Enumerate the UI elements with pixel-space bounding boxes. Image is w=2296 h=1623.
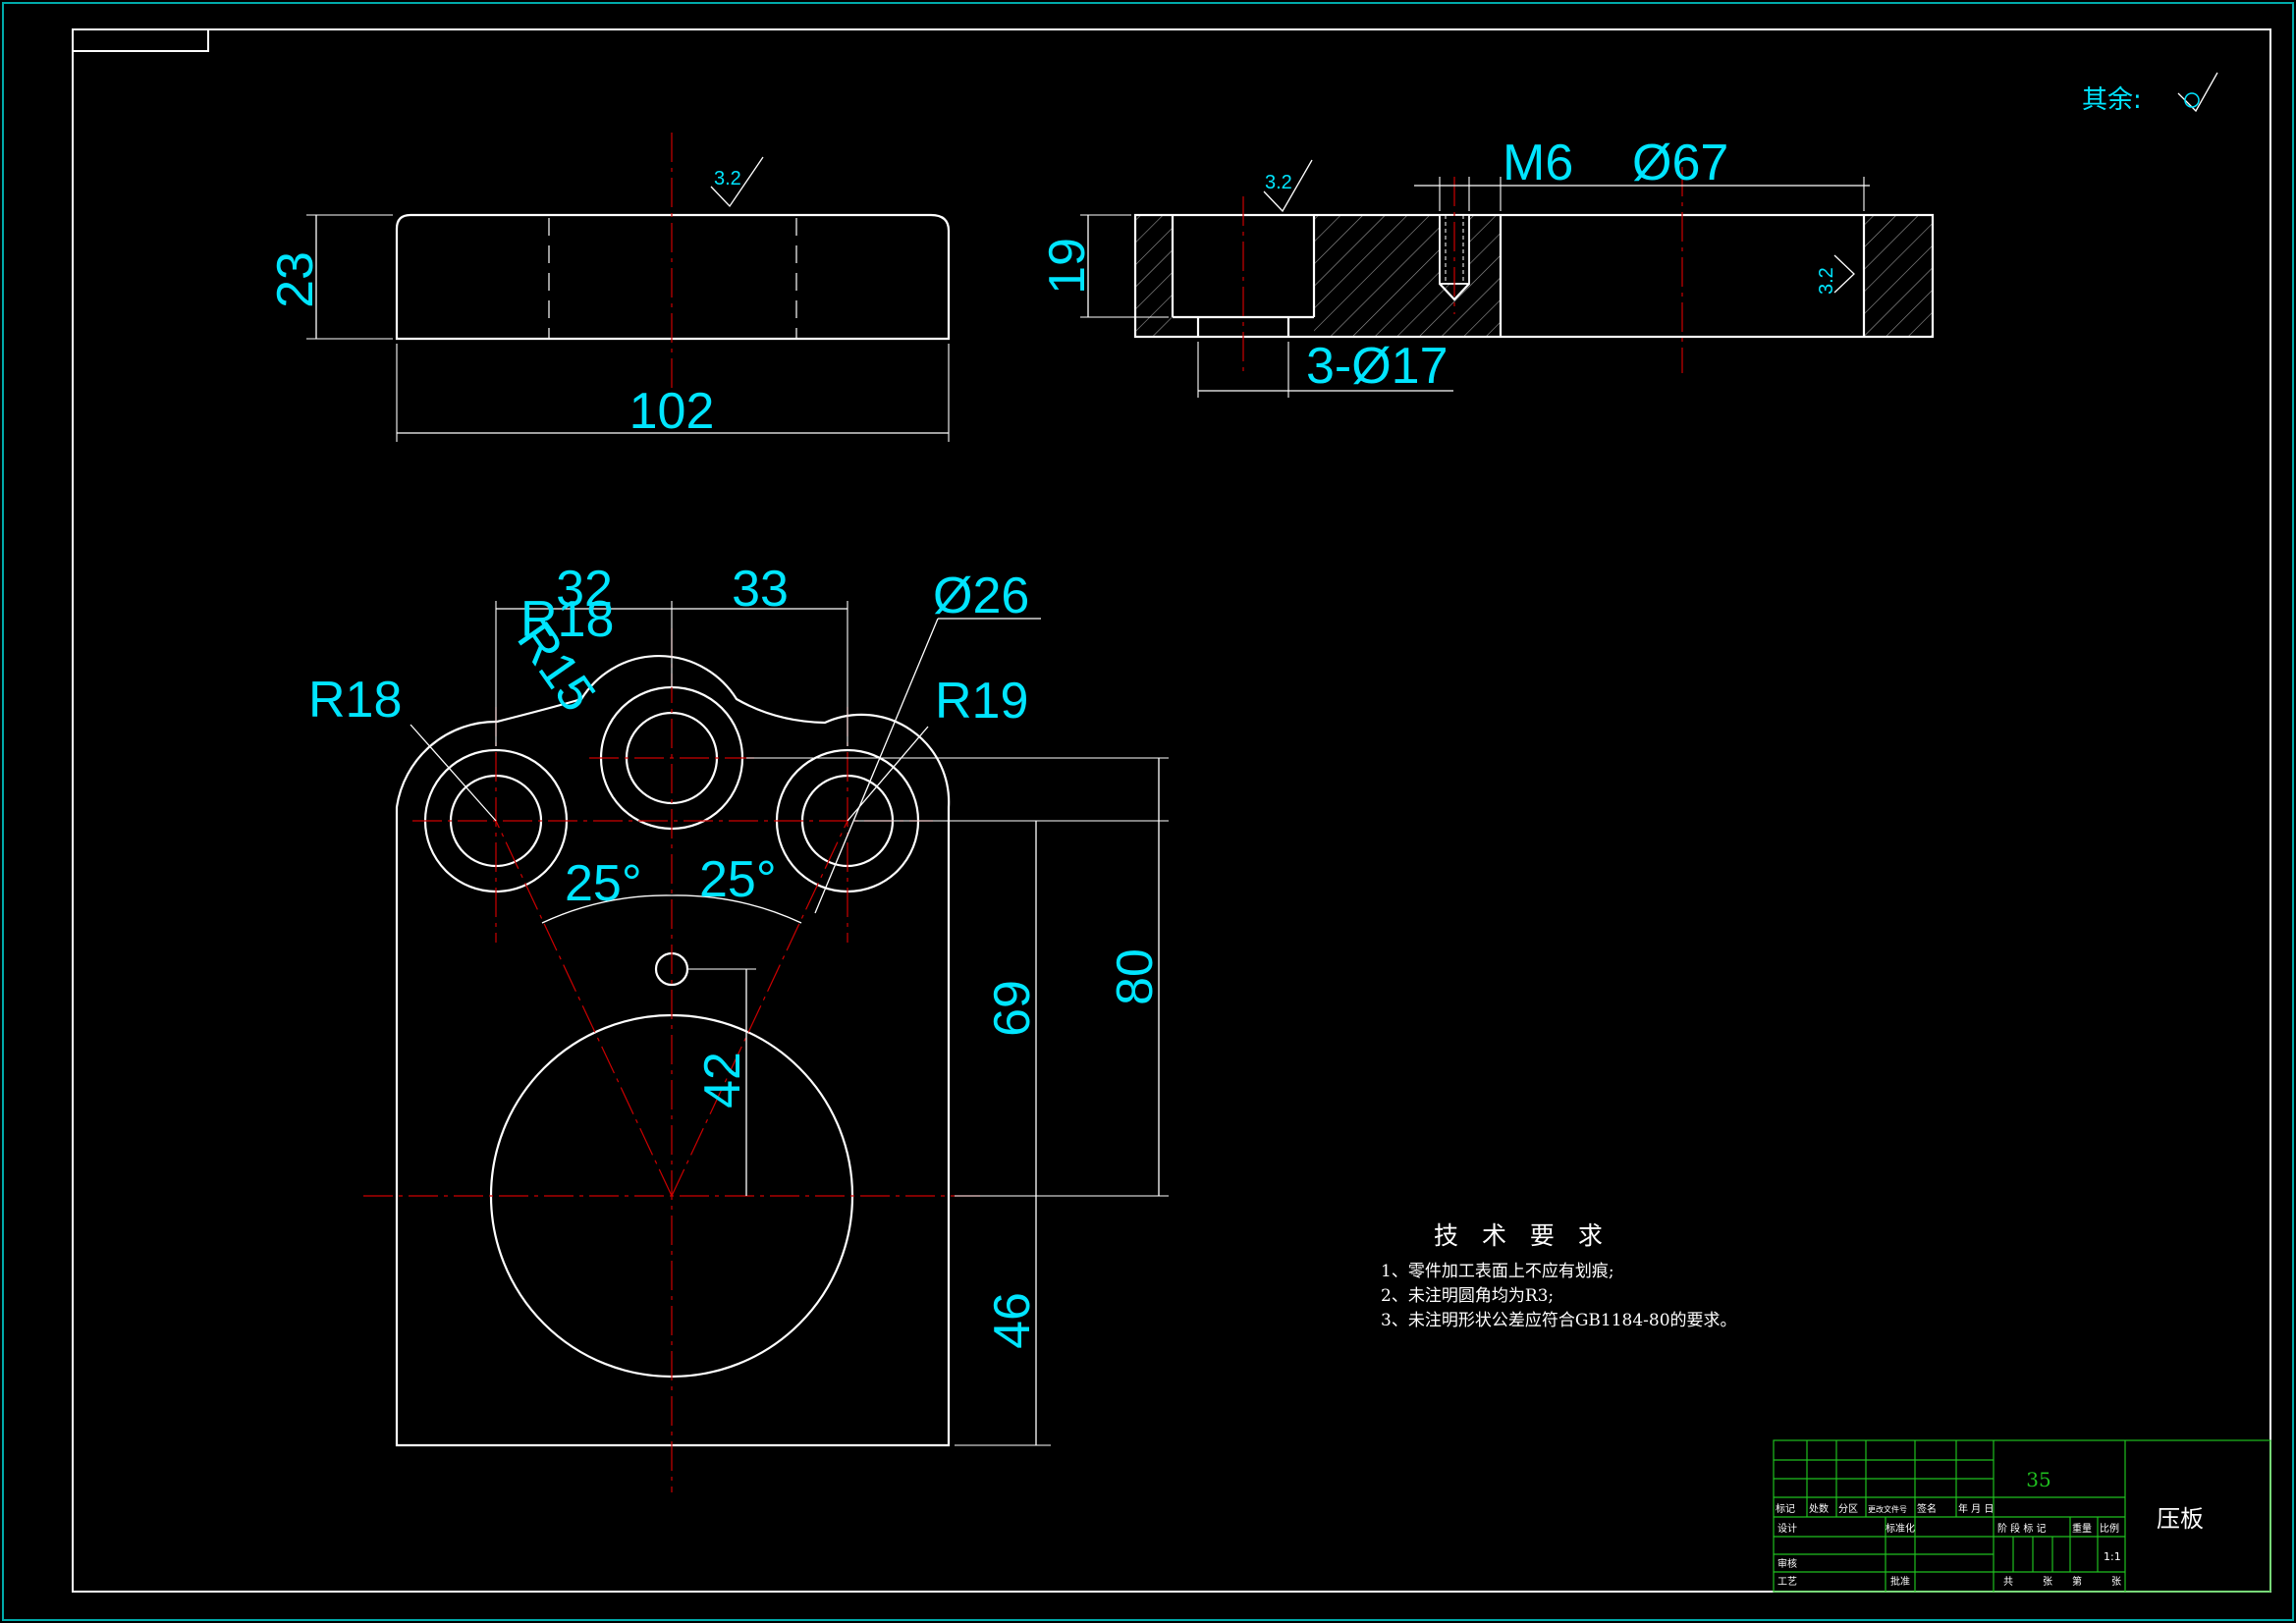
dim-102: 102 xyxy=(629,383,715,440)
angle-arc-right xyxy=(671,894,802,924)
tb-label-date: 年 月 日 xyxy=(1958,1502,1994,1515)
hatch-left xyxy=(1135,215,1173,337)
dim-3x17: 3-Ø17 xyxy=(1306,338,1449,395)
tech-requirements: 技 术 要 求 1、零件加工表面上不应有划痕; 2、未注明圆角均为R3; 3、未… xyxy=(1381,1221,1737,1330)
front-view-outline xyxy=(395,213,951,341)
hatch-right xyxy=(1864,215,1933,337)
scale: 1:1 xyxy=(2104,1550,2121,1563)
dim-33: 33 xyxy=(732,561,789,618)
corner-stamp xyxy=(72,28,209,52)
surface-note: 其余: xyxy=(2082,72,2218,115)
dim-23: 23 xyxy=(267,251,324,308)
roughness-symbol-icon xyxy=(2177,72,2218,113)
tb-label-zone: 分区 xyxy=(1838,1503,1858,1515)
tb-standard: 标准化 xyxy=(1886,1522,1915,1535)
plan-view: 25° 25° 32 33 R18 R15 Ø26 R18 R19 69 80 … xyxy=(308,561,1169,1492)
leader-r18 xyxy=(410,724,497,822)
tb-weight: 重量 xyxy=(2072,1522,2092,1535)
dim-r19: R19 xyxy=(935,673,1028,730)
section-outline xyxy=(1133,213,1935,339)
tb-approve: 批准 xyxy=(1890,1575,1910,1588)
roughness-hole-icon xyxy=(1833,254,1855,294)
tb-sheet: 张 xyxy=(2111,1576,2121,1588)
tb-stage: 阶 段 标 记 xyxy=(1997,1522,2047,1535)
dim-angle-right: 25° xyxy=(699,851,777,908)
dim-32: 32 xyxy=(556,561,613,618)
tb-process: 工艺 xyxy=(1777,1576,1797,1588)
leader-26 xyxy=(814,618,939,914)
dim-26: Ø26 xyxy=(933,568,1029,624)
tb-sheets: 张 xyxy=(2043,1576,2052,1588)
roughness-section-icon xyxy=(1263,159,1313,213)
tb-total: 共 xyxy=(2003,1576,2013,1588)
tb-scale-label: 比例 xyxy=(2100,1522,2119,1535)
front-view: 3.2 23 102 xyxy=(267,133,951,442)
dim-80: 80 xyxy=(1107,948,1164,1005)
tech-title: 技 术 要 求 xyxy=(1434,1221,1611,1250)
roughness-hole-value: 3.2 xyxy=(1816,267,1837,295)
tech-item-2: 2、未注明圆角均为R3; xyxy=(1381,1286,1554,1306)
dim-42: 42 xyxy=(694,1052,751,1109)
material: 35 xyxy=(2026,1468,2050,1491)
drawing-frame xyxy=(72,28,2271,1593)
tb-label-count: 处数 xyxy=(1809,1502,1829,1515)
roughness-front-value: 3.2 xyxy=(714,168,741,189)
roughness-circle-icon xyxy=(2184,92,2200,108)
hatch-middle xyxy=(1314,215,1501,337)
angle-arc-left xyxy=(541,894,673,924)
roughness-section-value: 3.2 xyxy=(1265,172,1292,193)
dim-r18-mid: R18 xyxy=(520,591,614,648)
plate-outline xyxy=(395,654,951,1447)
part-name: 压板 xyxy=(2157,1505,2204,1533)
dim-m6: M6 xyxy=(1503,135,1573,191)
tb-no: 第 xyxy=(2072,1575,2082,1588)
tb-review: 审核 xyxy=(1777,1557,1797,1570)
tb-label-mark: 标记 xyxy=(1776,1503,1795,1515)
tb-design: 设计 xyxy=(1777,1522,1797,1535)
roughness-front-icon xyxy=(710,156,764,208)
tech-item-3: 3、未注明形状公差应符合GB1184-80的要求。 xyxy=(1381,1311,1737,1330)
section-view: 3.2 3.2 19 M6 Ø67 3-Ø17 xyxy=(1039,135,1935,398)
title-block: 35 压板 1:1 标记 处数 分区 更改文件号 签名 年 月 日 设计 审核 … xyxy=(1773,1439,2271,1593)
dim-67: Ø67 xyxy=(1632,135,1728,191)
tech-item-1: 1、零件加工表面上不应有划痕; xyxy=(1381,1262,1614,1281)
leader-r19 xyxy=(847,726,929,822)
dim-r18-left: R18 xyxy=(308,672,402,729)
dim-19: 19 xyxy=(1039,238,1096,295)
dim-69: 69 xyxy=(984,980,1041,1037)
tb-label-sign: 签名 xyxy=(1917,1502,1937,1515)
tb-label-change: 更改文件号 xyxy=(1868,1504,1907,1514)
dim-46: 46 xyxy=(984,1292,1041,1349)
dim-angle-left: 25° xyxy=(565,855,642,912)
surface-note-label: 其余: xyxy=(2082,85,2142,115)
